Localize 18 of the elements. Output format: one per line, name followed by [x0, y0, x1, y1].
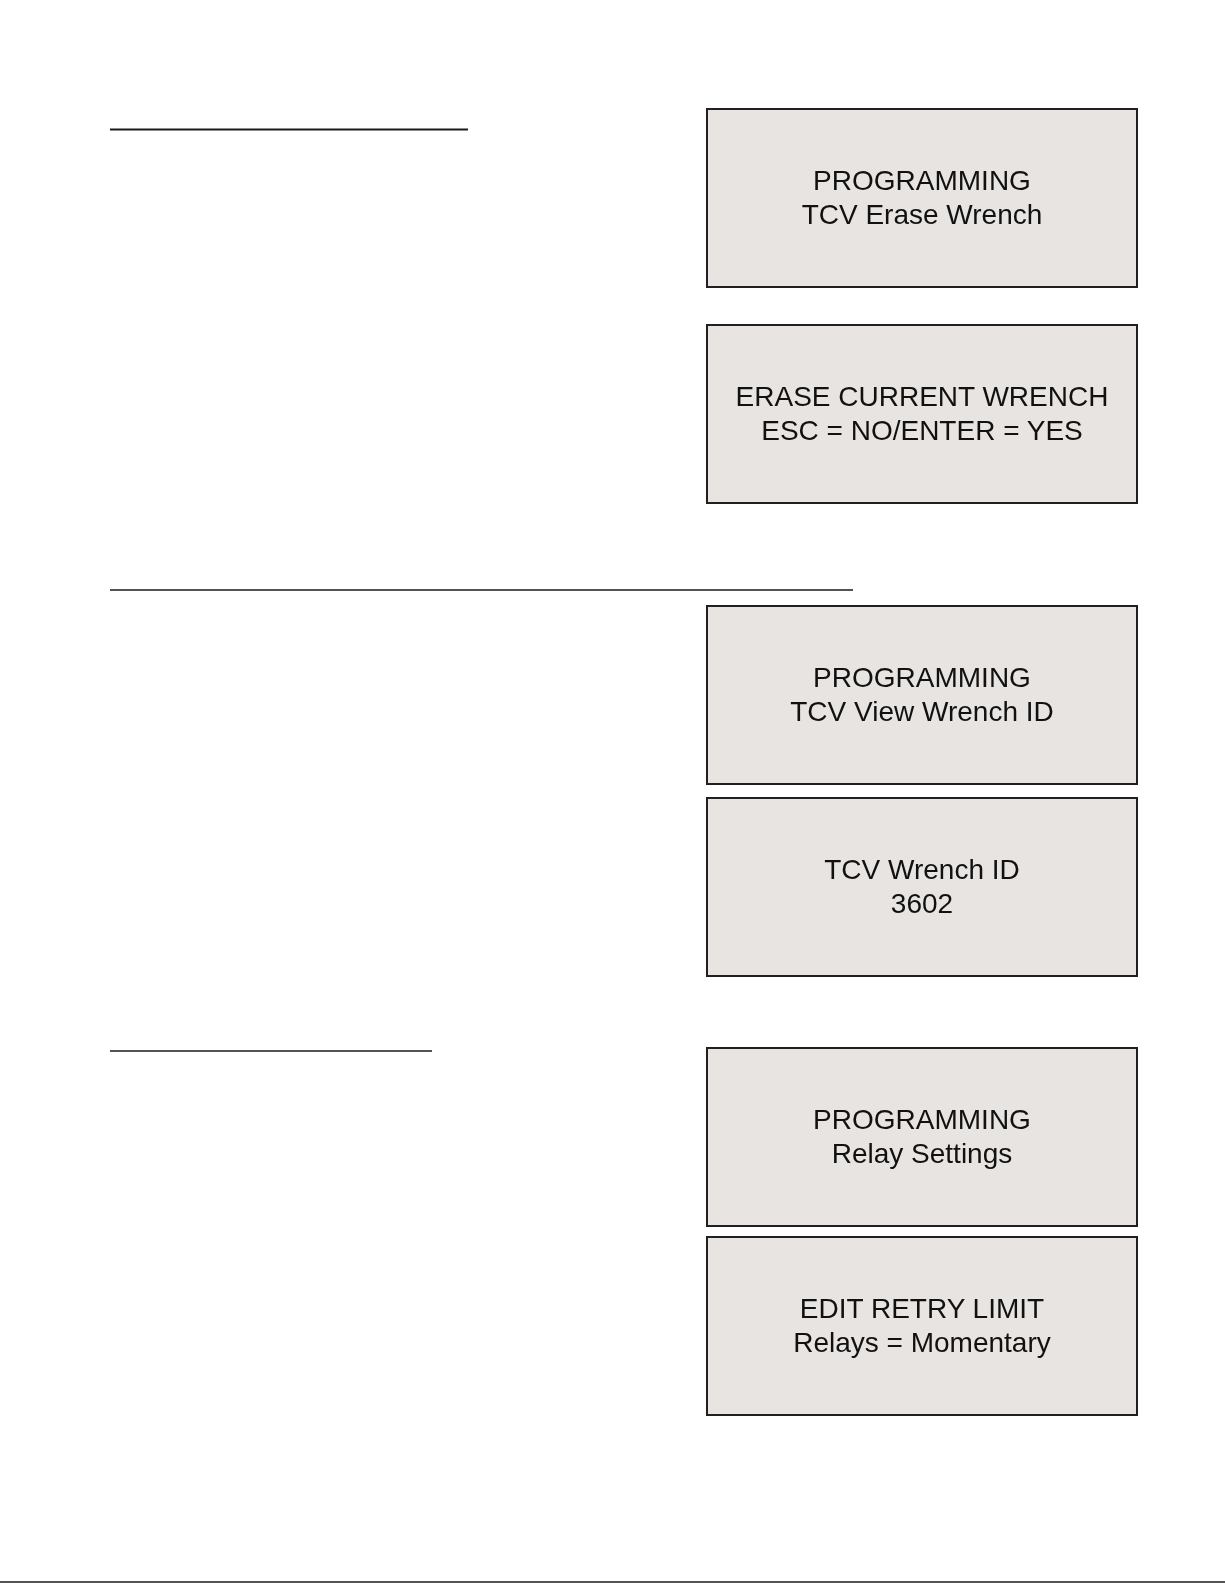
- display-heading: ERASE CURRENT WRENCH: [735, 380, 1109, 414]
- display-text: 3602: [890, 887, 954, 921]
- display-text: TCV Erase Wrench: [801, 198, 1043, 232]
- display-screen: [706, 797, 1138, 977]
- display-text: TCV View Wrench ID: [790, 695, 1054, 729]
- display-heading: PROGRAMMING: [813, 1103, 1031, 1137]
- display-screen: [706, 1047, 1138, 1227]
- display-heading: TCV Wrench ID: [824, 853, 1020, 887]
- display-text: Relay Settings: [831, 1137, 1013, 1171]
- display-screen: [706, 605, 1138, 785]
- display-heading: PROGRAMMING: [813, 661, 1031, 695]
- display-heading: PROGRAMMING: [813, 164, 1031, 198]
- display-screen: [706, 108, 1138, 288]
- display-text: ESC = NO/ENTER = YES: [761, 414, 1083, 448]
- display-screen: [706, 324, 1138, 504]
- display-text: Relays = Momentary: [793, 1326, 1051, 1360]
- display-heading: EDIT RETRY LIMIT: [799, 1292, 1045, 1326]
- display-screen: [706, 1236, 1138, 1416]
